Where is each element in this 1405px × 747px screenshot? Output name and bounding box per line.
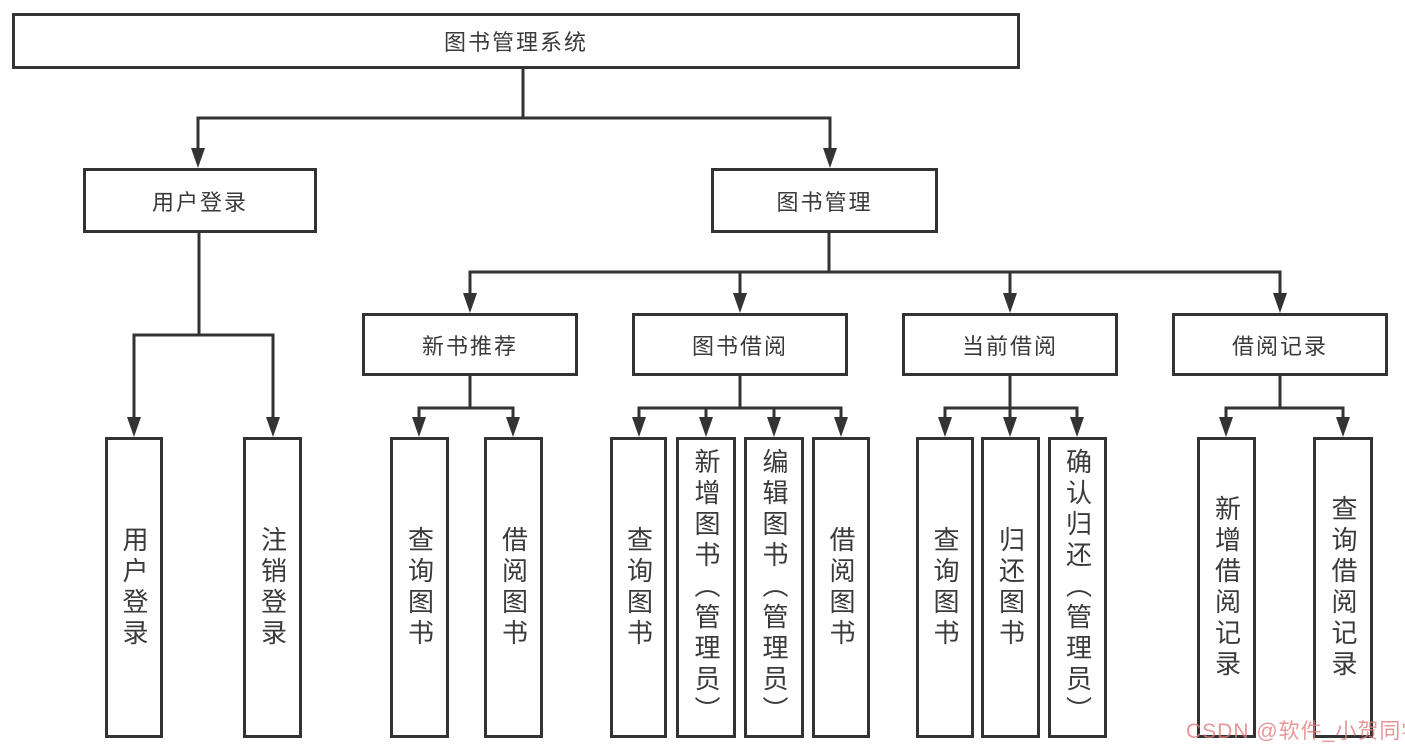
node-leaf-add-borrow-record: 新增借阅记录 [1197,437,1256,738]
node-borrowing-records: 借阅记录 [1172,313,1388,376]
node-new-book-recommend: 新书推荐 [362,313,578,376]
node-book-borrowing: 图书借阅 [632,313,848,376]
node-leaf-borrow-books-borrowing: 借阅图书 [812,437,870,738]
node-leaf-user-login: 用户登录 [105,437,163,738]
node-root-label: 图书管理系统 [443,30,588,55]
node-leaf-borrow-books-recommend-label: 借阅图书 [498,525,529,650]
node-leaf-return-books-label: 归还图书 [995,525,1026,650]
node-leaf-query-books-current-label: 查询图书 [930,525,960,650]
node-leaf-query-books-recommend: 查询图书 [390,437,449,738]
node-leaf-query-borrow-record: 查询借阅记录 [1313,437,1373,738]
node-current-borrowing: 当前借阅 [902,313,1118,376]
node-user-login-label: 用户登录 [151,189,248,215]
node-leaf-query-borrow-record-label: 查询借阅记录 [1328,494,1358,681]
node-book-borrowing-label: 图书借阅 [691,333,788,359]
node-leaf-add-books-admin: 新增图书（管理员） [676,437,736,738]
node-root: 图书管理系统 [12,13,1020,69]
node-book-management-label: 图书管理 [776,189,873,215]
node-leaf-edit-books-admin-label: 编辑图书（管理员） [759,448,789,727]
node-leaf-query-books-current: 查询图书 [916,437,974,738]
node-user-login: 用户登录 [83,168,317,233]
node-leaf-confirm-return-admin: 确认归还（管理员） [1048,437,1107,738]
watermark: CSDN @软件_小贺同学 [1186,720,1405,743]
node-leaf-return-books: 归还图书 [981,437,1040,738]
node-leaf-logout: 注销登录 [243,437,302,738]
node-leaf-user-login-label: 用户登录 [119,525,149,650]
node-new-book-recommend-label: 新书推荐 [421,333,518,359]
node-current-borrowing-label: 当前借阅 [961,333,1058,359]
node-leaf-add-borrow-record-label: 新增借阅记录 [1211,494,1242,681]
node-leaf-borrow-books-recommend: 借阅图书 [484,437,543,738]
node-leaf-add-books-admin-label: 新增图书（管理员） [691,448,721,727]
node-leaf-borrow-books-borrowing-label: 借阅图书 [826,525,856,650]
node-leaf-query-books-recommend-label: 查询图书 [404,525,435,650]
node-leaf-confirm-return-admin-label: 确认归还（管理员） [1062,448,1093,727]
node-leaf-edit-books-admin: 编辑图书（管理员） [744,437,804,738]
node-leaf-query-books-borrowing: 查询图书 [610,437,667,738]
node-leaf-logout-label: 注销登录 [257,525,288,650]
node-book-management: 图书管理 [711,168,938,233]
node-leaf-query-books-borrowing-label: 查询图书 [623,525,654,650]
node-borrowing-records-label: 借阅记录 [1231,333,1328,359]
